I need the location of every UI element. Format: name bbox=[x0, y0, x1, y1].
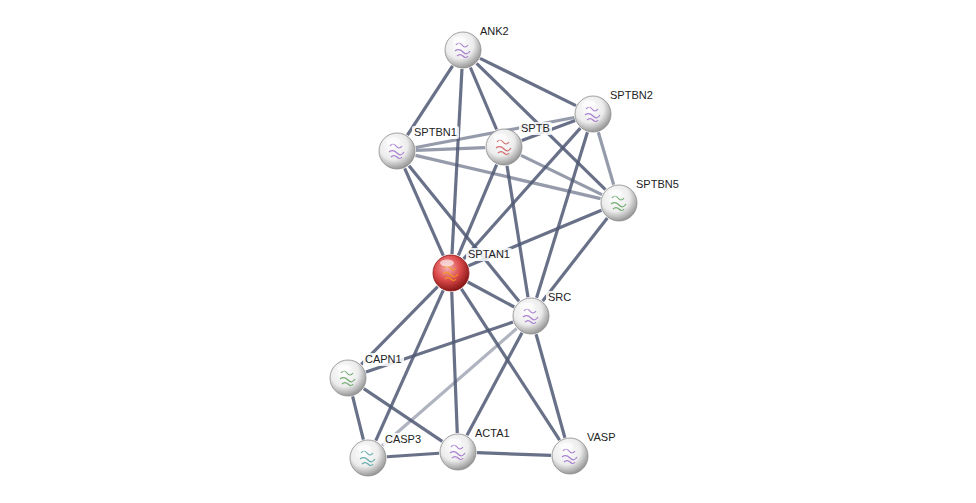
protein-node: ANK2 bbox=[444, 31, 482, 69]
interaction-edge bbox=[458, 165, 496, 256]
interaction-edge bbox=[521, 155, 602, 194]
node-sphere bbox=[551, 437, 589, 475]
interaction-edge bbox=[536, 334, 565, 437]
interaction-edge bbox=[598, 132, 613, 185]
node-sphere bbox=[512, 297, 550, 335]
node-label: SPTBN2 bbox=[608, 89, 655, 102]
node-label: CASP3 bbox=[383, 433, 423, 446]
interaction-edge bbox=[416, 148, 485, 151]
protein-node: SPTBN2 bbox=[574, 95, 612, 133]
protein-node: CAPN1 bbox=[329, 359, 367, 397]
protein-node: SPTAN1 bbox=[432, 254, 470, 292]
protein-node: SPTBN1 bbox=[378, 132, 416, 170]
protein-node: SPTBN5 bbox=[600, 184, 638, 222]
node-sphere bbox=[600, 184, 638, 222]
node-sphere bbox=[444, 31, 482, 69]
node-label: ACTA1 bbox=[473, 427, 512, 440]
protein-node: SPTB bbox=[485, 128, 523, 166]
node-label: SPTBN5 bbox=[634, 178, 681, 191]
node-sphere bbox=[439, 433, 477, 471]
node-sphere bbox=[574, 95, 612, 133]
node-sphere bbox=[485, 128, 523, 166]
interaction-edge bbox=[470, 68, 496, 130]
interaction-edge bbox=[537, 132, 588, 298]
node-label: VASP bbox=[585, 431, 618, 444]
interaction-edge bbox=[407, 66, 452, 135]
interaction-edge bbox=[477, 453, 551, 456]
interaction-edge bbox=[405, 168, 444, 255]
node-sphere bbox=[378, 132, 416, 170]
interaction-edge bbox=[543, 218, 608, 301]
node-label: ANK2 bbox=[478, 25, 511, 38]
protein-node: ACTA1 bbox=[439, 433, 477, 471]
node-label: CAPN1 bbox=[363, 353, 404, 366]
protein-node: CASP3 bbox=[349, 439, 387, 477]
protein-node: VASP bbox=[551, 437, 589, 475]
interaction-edge bbox=[452, 292, 458, 433]
interaction-edge bbox=[507, 166, 528, 297]
interaction-edge bbox=[382, 328, 516, 445]
node-label: SRC bbox=[546, 291, 573, 304]
node-label: SPTBN1 bbox=[412, 126, 459, 139]
interaction-edge bbox=[468, 282, 515, 307]
node-label: SPTAN1 bbox=[466, 248, 512, 261]
node-sphere bbox=[432, 254, 470, 292]
protein-node: SRC bbox=[512, 297, 550, 335]
node-sphere bbox=[349, 439, 387, 477]
interaction-edge bbox=[353, 396, 364, 439]
node-label: SPTB bbox=[519, 122, 552, 135]
interaction-edge bbox=[409, 166, 519, 302]
node-sphere bbox=[329, 359, 367, 397]
interaction-edge bbox=[387, 453, 439, 456]
